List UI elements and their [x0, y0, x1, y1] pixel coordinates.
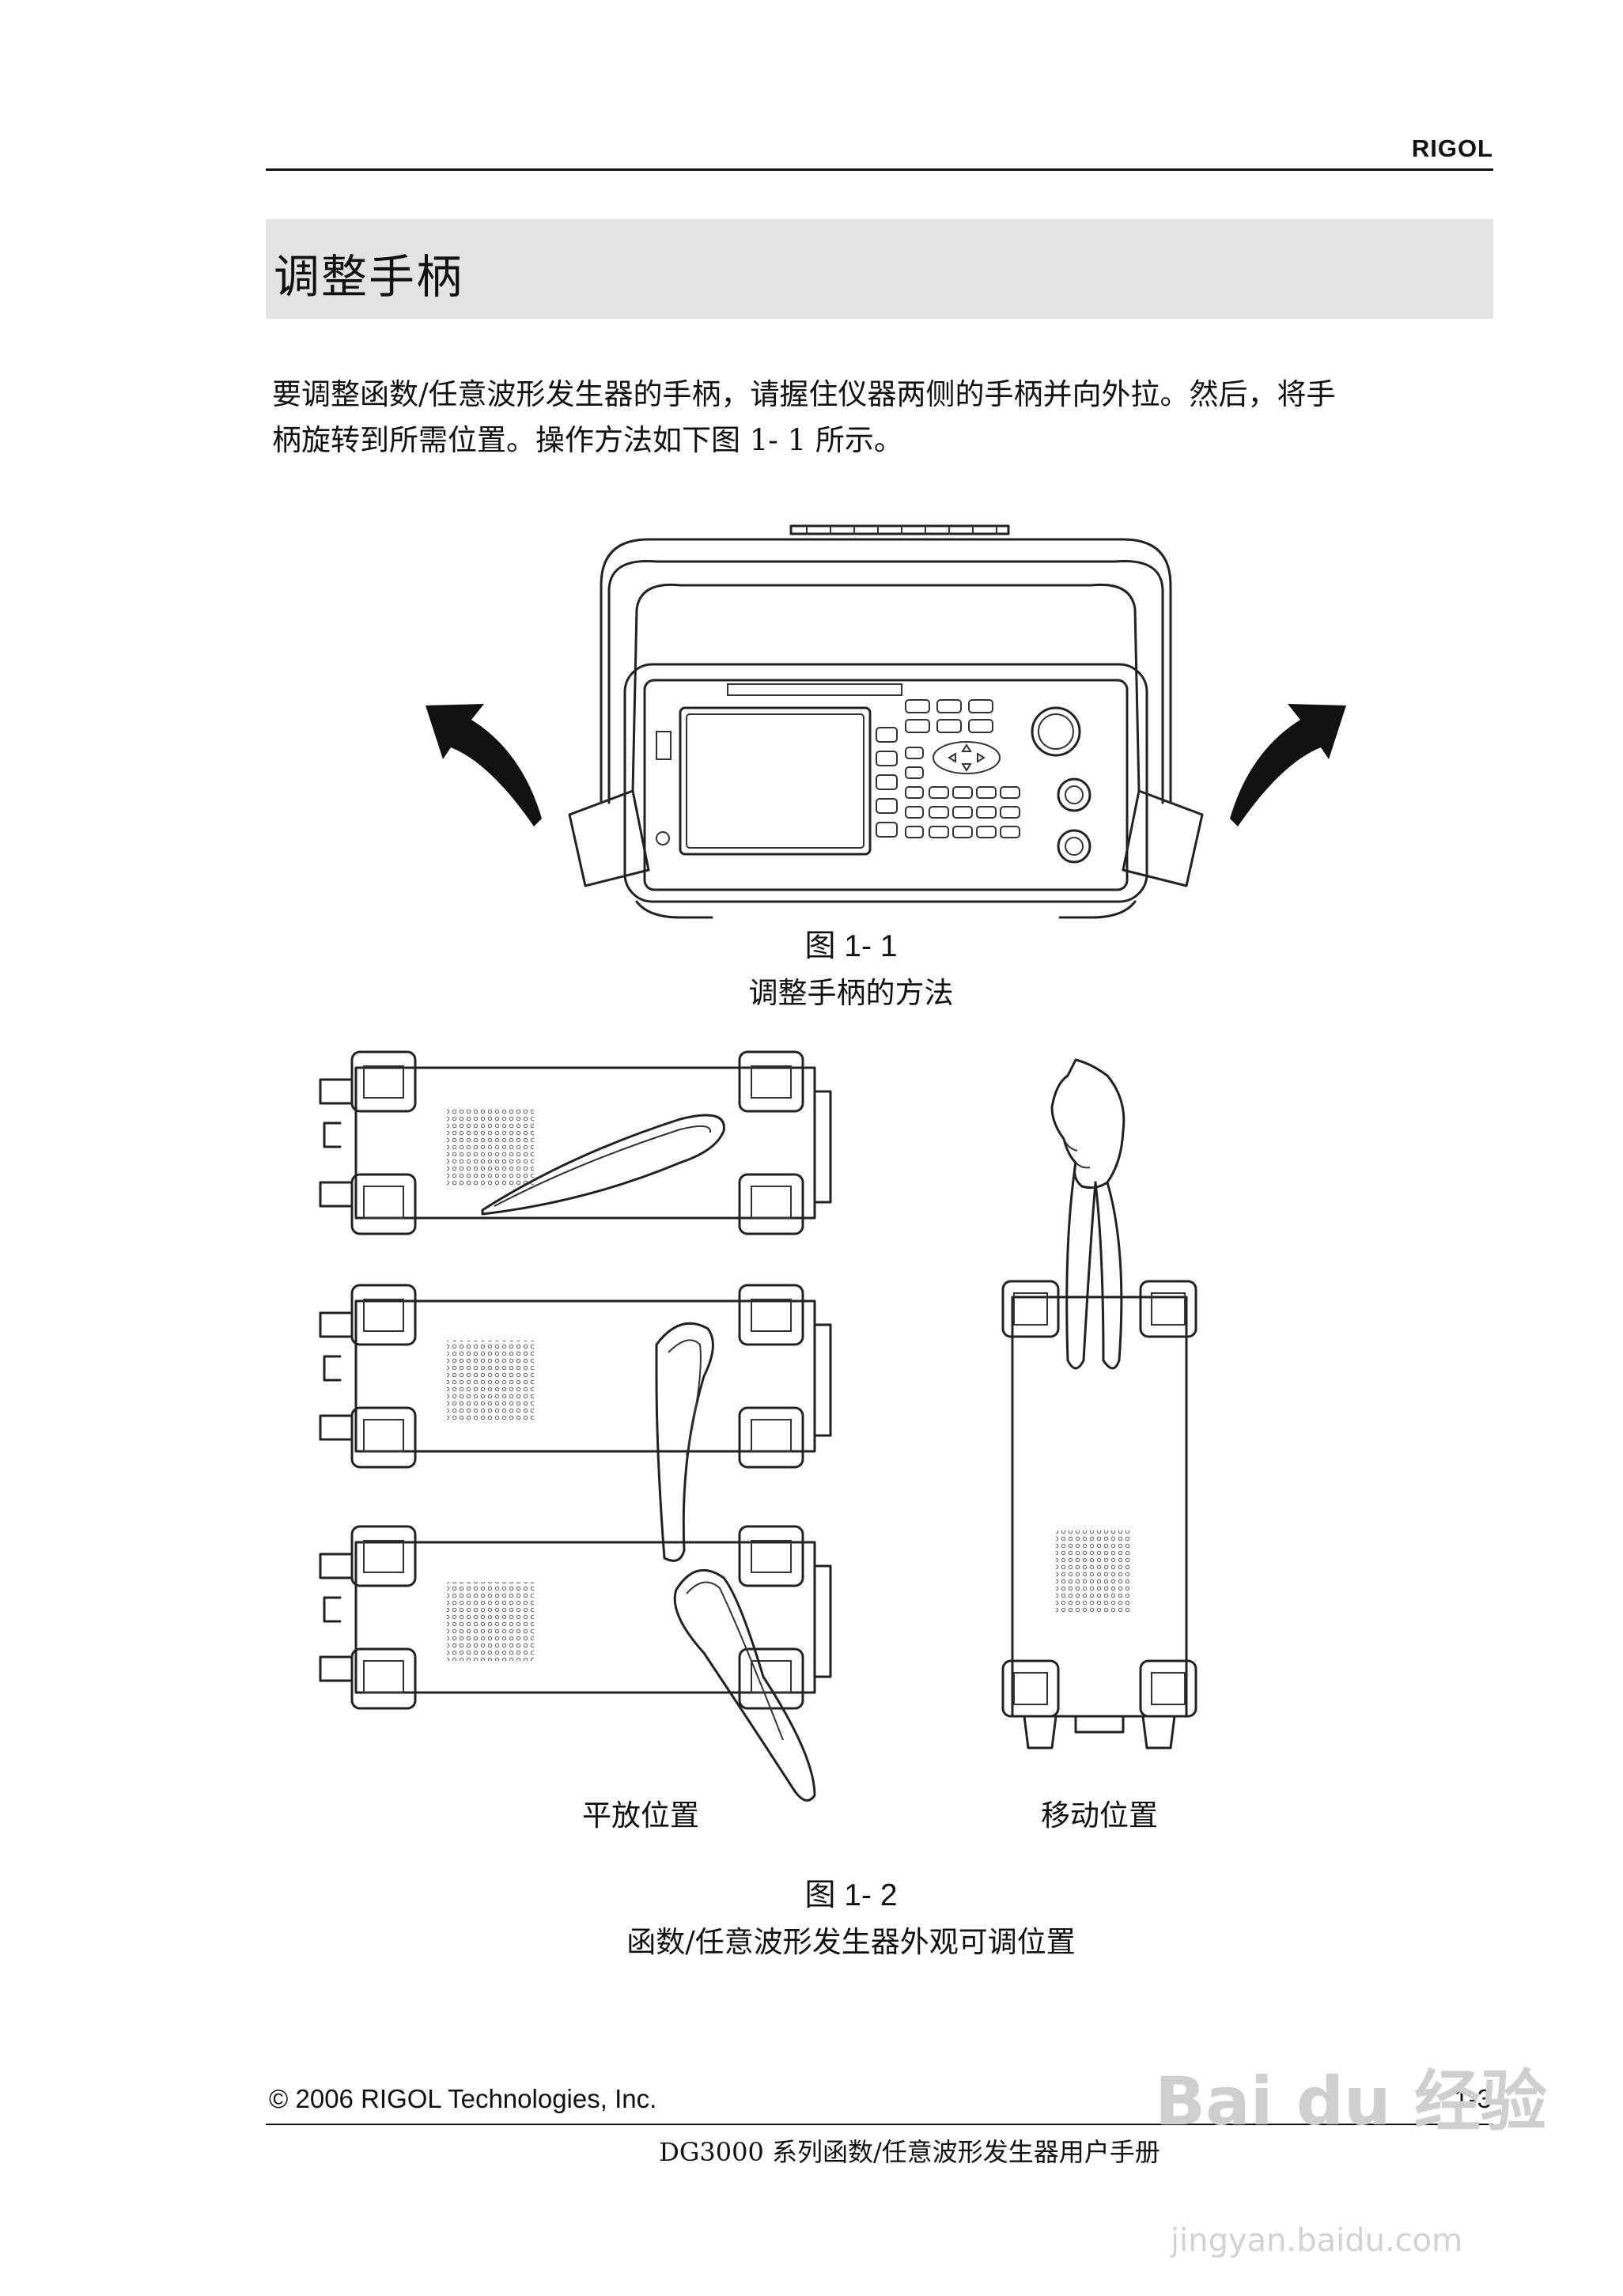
- footer-copyright: © 2006 RIGOL Technologies, Inc.: [269, 2084, 657, 2113]
- flat-unit-1: [319, 1050, 832, 1235]
- figure-1-2-caption: 函数/任意波形发生器外观可调位置: [626, 1925, 1076, 1959]
- figure-1-1-illustration: [426, 524, 1346, 919]
- figure-1-1-label: 图 1- 1: [653, 921, 1049, 966]
- flat-position-label: 平放位置: [582, 1799, 699, 1833]
- footer-rule: [266, 2124, 1493, 2125]
- figure-1-1-caption: 调整手柄的方法: [748, 976, 954, 1010]
- figure-1-2-number: 图 1- 2: [804, 1878, 898, 1912]
- footer-page-number: 1-3: [1454, 2084, 1492, 2113]
- body-line-1: 要调整函数/任意波形发生器的手柄，请握住仪器两侧的手柄并向外拉。然后，将手: [272, 377, 1336, 411]
- header-rule: [266, 168, 1493, 171]
- flat-unit-3: [319, 1525, 832, 1802]
- left-arrow: [426, 704, 542, 826]
- figure-1-2-carry-position: [1001, 1058, 1197, 1749]
- section-title-band: 调整手柄: [266, 219, 1493, 319]
- flat-unit-2: [319, 1284, 832, 1562]
- figure-1-2-label: 图 1- 2: [653, 1870, 1049, 1915]
- brand-logo: RIGOL: [1411, 134, 1493, 162]
- footer-manual-title: DG3000 系列函数/任意波形发生器用户手册: [659, 2137, 1160, 2167]
- carry-position-label: 移动位置: [1041, 1799, 1158, 1833]
- body-line-2: 柄旋转到所需位置。操作方法如下图 1- 1 所示。: [272, 423, 903, 457]
- body-paragraph: 要调整函数/任意波形发生器的手柄，请握住仪器两侧的手柄并向外拉。然后，将手 柄旋…: [272, 372, 1496, 463]
- section-title: 调整手柄: [274, 250, 464, 304]
- figure-1-2-flat-positions: [319, 1050, 832, 1802]
- baidu-watermark-url: jingyan.baidu.com: [1171, 2222, 1463, 2259]
- baidu-watermark-logo: Bai du 经验: [1155, 2063, 1547, 2140]
- right-arrow: [1230, 704, 1346, 826]
- figure-1-1-number: 图 1- 1: [804, 929, 898, 963]
